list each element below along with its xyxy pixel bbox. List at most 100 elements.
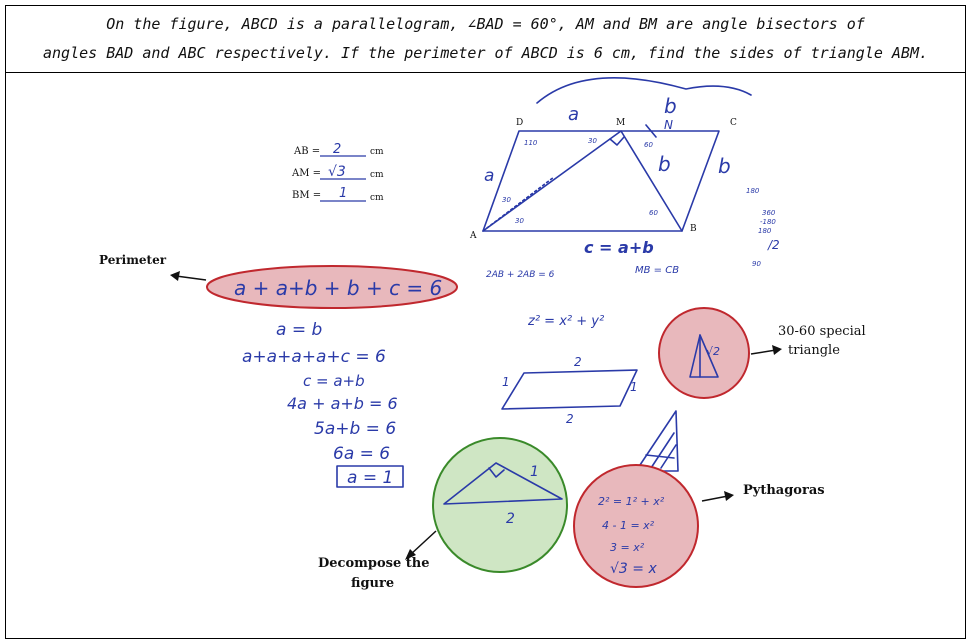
hatched-triangle <box>635 410 679 472</box>
decompose-circle <box>432 437 568 573</box>
special-arrow <box>750 349 777 355</box>
special-triangle-circle <box>658 307 750 399</box>
sp-top: 2 <box>574 355 582 369</box>
decompose-triangle <box>443 462 563 505</box>
scribble: 180 <box>758 227 772 235</box>
pyth-line: 2² = 1² + x² <box>598 495 665 508</box>
parallelogram-figure: A B C D M N a b a b b 110 30 30 30 60 60… <box>469 77 752 280</box>
sp-bottom: 2 <box>566 412 574 426</box>
side-left-a: a <box>484 166 494 186</box>
step: a+a+a+a+c = 6 <box>242 347 386 367</box>
decompose-side-1: 1 <box>530 464 539 480</box>
answers-block: AB = 2 cm AM = √3 cm BM = 1 cm <box>291 142 384 203</box>
pythagoras-label: Pythagoras <box>743 483 825 498</box>
pyth-line: 3 = x² <box>610 541 645 554</box>
median-line <box>482 176 555 232</box>
ab-unit: cm <box>370 147 384 157</box>
decompose-arrowhead <box>405 549 416 560</box>
hatch <box>650 432 675 469</box>
vertex-n: N <box>664 118 673 132</box>
angle-30c: 30 <box>515 217 524 225</box>
side-right-b: b <box>718 154 731 178</box>
perimeter-label: Perimeter <box>99 253 167 267</box>
bm-label: BM = <box>292 190 321 201</box>
pyth-line: 4 - 1 = x² <box>602 519 655 532</box>
note-left: 2AB + 2AB = 6 <box>486 270 555 280</box>
special-arrowhead <box>772 345 782 355</box>
solution-canvas: AB = 2 cm AM = √3 cm BM = 1 cm A B C D M <box>99 77 866 591</box>
am-value: √3 <box>328 164 346 180</box>
tick-n <box>645 124 657 138</box>
side-mid-b: b <box>658 152 671 176</box>
problem-statement: On the figure, ABCD is a parallelogram, … <box>6 6 965 73</box>
scribble: /2 <box>767 238 780 252</box>
step: a = b <box>276 320 322 340</box>
pythagoras-section: 2² = 1² + x² 4 - 1 = x² 3 = x² √3 = x Py… <box>573 464 825 588</box>
side-top-a: a <box>568 104 579 125</box>
vertex-b: B <box>690 224 697 234</box>
scribble: 360 <box>762 209 776 217</box>
small-parallelogram-shape <box>501 369 638 410</box>
am-label: AM = <box>291 168 321 179</box>
step: c = a+b <box>303 372 365 390</box>
step: 5a+b = 6 <box>314 419 396 439</box>
vertex-a: A <box>469 231 477 241</box>
special-label-1: 30-60 special <box>778 324 866 339</box>
parallelogram-abcd <box>482 130 720 232</box>
ab-label: AB = <box>293 146 320 157</box>
problem-line-2: angles BAD and ABC respectively. If the … <box>42 44 928 62</box>
decompose-label-2: figure <box>351 576 394 591</box>
note-right: MB = CB <box>635 265 679 276</box>
angle-110: 110 <box>524 139 538 147</box>
decompose-side-2: 2 <box>506 511 515 527</box>
hatch <box>660 444 677 469</box>
angle-30b: 30 <box>502 196 511 204</box>
worksheet-frame: On the figure, ABCD is a parallelogram, … <box>5 5 966 639</box>
scribble: -180 <box>760 218 776 226</box>
angle-60b: 60 <box>649 209 658 217</box>
bm-value: 1 <box>339 186 347 201</box>
sp-right: 1 <box>630 380 638 394</box>
perimeter-arrow <box>175 275 207 281</box>
special-label-2: triangle <box>788 343 840 358</box>
step: 6a = 6 <box>333 444 390 464</box>
perimeter-ellipse <box>206 265 458 309</box>
decompose-arrow <box>409 530 437 556</box>
pythagoras-arrow <box>701 495 729 502</box>
vertex-m: M <box>616 118 625 128</box>
decompose-section: 1 2 Decompose the figure <box>318 437 568 591</box>
answer-box <box>336 465 404 488</box>
right-angle-mark <box>609 136 625 146</box>
pythagoras-arrowhead <box>724 491 734 501</box>
vertex-c: C <box>730 118 737 128</box>
perimeter-section: Perimeter a + a+b + b + c = 6 <box>99 253 458 309</box>
step: 4a + a+b = 6 <box>287 394 398 413</box>
pyth-line: √3 = x <box>610 561 657 577</box>
decompose-label-1: Decompose the <box>318 556 430 571</box>
bottom-label: c = a+b <box>584 238 654 257</box>
scribble: 90 <box>752 260 761 268</box>
special-triangle-shape <box>689 334 719 378</box>
small-parallelogram: 2 1 1 2 <box>501 355 638 426</box>
work-steps: a = b a+a+a+a+c = 6 c = a+b 4a + a+b = 6… <box>242 320 404 488</box>
top-brace <box>536 77 752 104</box>
sp-left: 1 <box>502 375 510 389</box>
hatch <box>645 454 675 459</box>
pythagoras-circle <box>573 464 699 588</box>
angle-60: 60 <box>644 141 653 149</box>
special-triangle-section: √2 30-60 special triangle <box>658 307 866 399</box>
vertex-d: D <box>516 118 523 128</box>
hatched-triangle-shape <box>635 410 679 472</box>
bm-unit: cm <box>370 193 384 203</box>
perimeter-arrowhead <box>170 271 180 281</box>
step-final: a = 1 <box>347 468 393 488</box>
ab-value: 2 <box>333 142 341 157</box>
special-triangle-note: √2 <box>706 345 720 358</box>
am-unit: cm <box>370 170 384 180</box>
margin-scribbles: 180 360 -180 180 /2 90 <box>746 187 780 268</box>
angle-30a: 30 <box>588 137 597 145</box>
decompose-right-angle <box>488 467 505 478</box>
pythag-formula: z² = x² + y² <box>527 314 604 329</box>
perimeter-equation: a + a+b + b + c = 6 <box>234 276 442 300</box>
triangle-abm <box>482 130 683 232</box>
